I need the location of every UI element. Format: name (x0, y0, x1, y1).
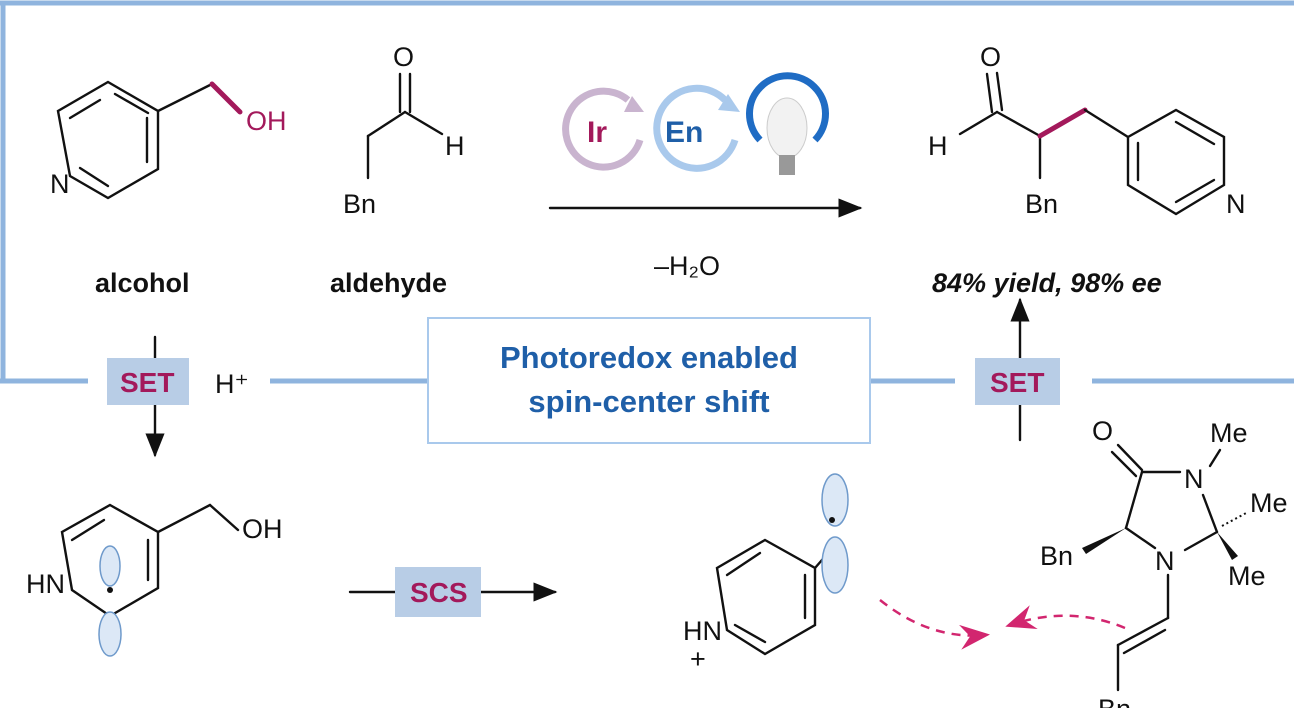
catalyst-cycle-ir: Ir (562, 87, 644, 171)
atom-bn: Bn (1025, 189, 1058, 219)
light-bulb-icon (746, 72, 829, 175)
atom-oh: OH (242, 514, 283, 544)
radical-intermediate: HN OH (26, 503, 283, 657)
atom-n: N (1184, 464, 1204, 494)
atom-o: O (980, 42, 1001, 72)
catalyst-cycle-en: En (653, 84, 740, 172)
catalyst-en: En (665, 116, 703, 149)
photoredox-line2: spin-center shift (528, 384, 769, 419)
atom-bn: Bn (1098, 694, 1131, 708)
atom-oh: OH (246, 106, 287, 136)
set-left-box (107, 358, 189, 405)
yield-label: 84% yield, 98% ee (932, 268, 1162, 298)
atom-n: N (1155, 546, 1175, 576)
atom-h: H (928, 131, 948, 161)
atom-bn: Bn (343, 189, 376, 219)
atom-o: O (1092, 416, 1113, 446)
atom-hn: HN (26, 569, 65, 599)
atom-bn: Bn (1040, 541, 1073, 571)
aldehyde-label: aldehyde (330, 268, 447, 298)
set-right-label: SET (990, 367, 1044, 398)
catalyst-ir: Ir (587, 116, 607, 149)
product-structure: O H Bn N 84% yield, 98% ee (928, 42, 1246, 298)
alcohol-label: alcohol (95, 268, 190, 298)
photoredox-line1: Photoredox enabled (500, 340, 798, 375)
aldehyde-structure: O H Bn aldehyde (330, 42, 465, 298)
atom-me: Me (1210, 418, 1248, 448)
set-left-label: SET (120, 367, 174, 398)
electron-arrow-right (1005, 605, 1126, 630)
charge-plus: + (690, 644, 706, 674)
scs-box (395, 567, 481, 617)
proton-label: H⁺ (215, 369, 249, 399)
atom-h: H (445, 131, 465, 161)
atom-n: N (50, 169, 70, 199)
enamine-structure: O Me N Me Bn N Me Bn (1040, 416, 1288, 708)
scs-label: SCS (410, 577, 468, 608)
atom-o: O (393, 42, 414, 72)
electron-arrow-left (879, 599, 990, 650)
atom-n: N (1226, 189, 1246, 219)
frame (0, 0, 1294, 384)
atom-me: Me (1228, 561, 1266, 591)
photoredox-box (427, 317, 871, 444)
pyridinium-radical: HN + (683, 473, 849, 674)
set-right-box (975, 358, 1060, 405)
atom-hn: HN (683, 616, 722, 646)
byproduct-label: –H₂O (654, 251, 720, 281)
alcohol-structure: N OH alcohol (50, 80, 287, 298)
atom-me: Me (1250, 488, 1288, 518)
